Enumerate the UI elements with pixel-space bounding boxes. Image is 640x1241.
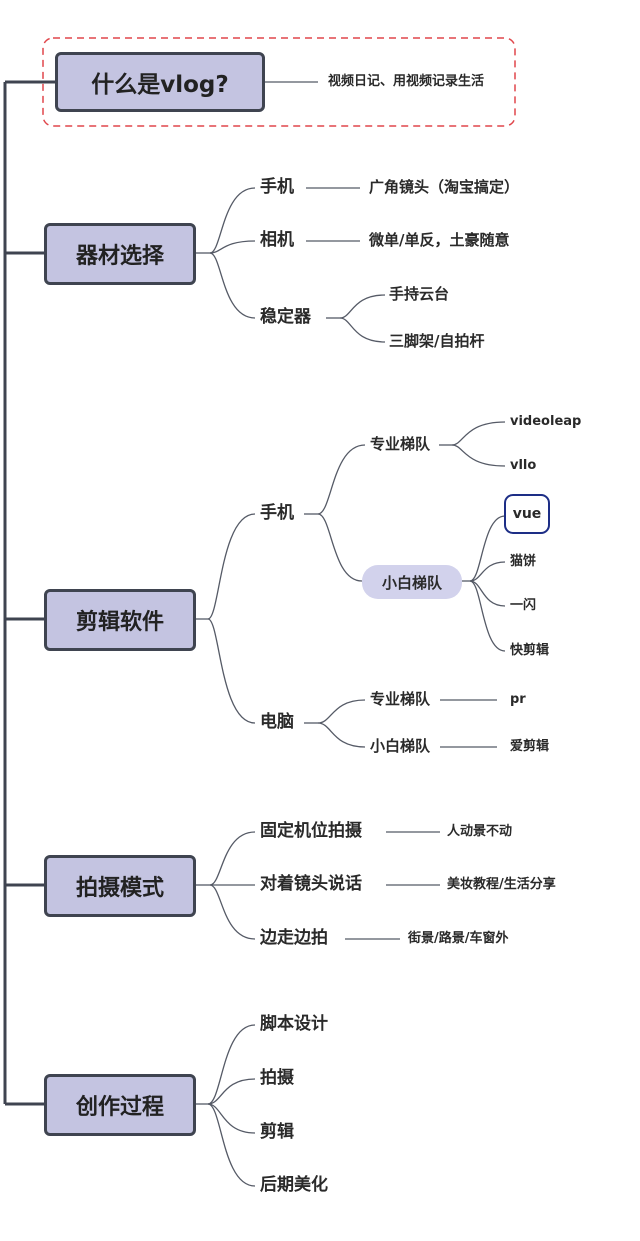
topic-equipment[interactable]: 器材选择 [44, 223, 196, 285]
mode-walk-and-shoot-note: 街景/路景/车窗外 [408, 931, 509, 946]
phone-beginner-team: 小白梯队 [362, 565, 462, 599]
mode-fixed-position-note: 人动景不动 [447, 824, 513, 839]
equipment-stabilizer: 稳定器 [260, 307, 311, 327]
equipment-phone: 手机 [260, 177, 294, 197]
equipment-camera: 相机 [260, 230, 294, 250]
process-script: 脚本设计 [260, 1014, 328, 1034]
vlog-definition: 视频日记、用视频记录生活 [328, 74, 485, 89]
process-edit: 剪辑 [260, 1122, 294, 1142]
pc-pro-app-pr: pr [510, 692, 526, 707]
process-shoot: 拍摄 [260, 1068, 294, 1088]
software-pc: 电脑 [260, 712, 294, 732]
beginner-app-yishan: 一闪 [510, 598, 537, 613]
pc-pro-team: 专业梯队 [370, 690, 431, 708]
beginner-app-vue: vue [504, 494, 550, 534]
equipment-phone-note: 广角镜头（淘宝搞定） [369, 178, 520, 196]
software-phone: 手机 [260, 503, 294, 523]
pc-beginner-team: 小白梯队 [370, 737, 431, 755]
equipment-camera-note: 微单/单反，土豪随意 [369, 231, 510, 249]
phone-pro-team: 专业梯队 [370, 435, 431, 453]
mode-talk-to-camera-note: 美妆教程/生活分享 [447, 877, 556, 892]
mode-talk-to-camera: 对着镜头说话 [260, 874, 362, 894]
beginner-app-kuaijianji: 快剪辑 [510, 643, 550, 658]
process-post: 后期美化 [260, 1175, 328, 1195]
topic-what-is-vlog[interactable]: 什么是vlog? [55, 52, 265, 112]
pro-app-videoleap: videoleap [510, 414, 582, 429]
mode-walk-and-shoot: 边走边拍 [260, 928, 328, 948]
pc-beginner-app: 爱剪辑 [510, 739, 550, 754]
mode-fixed-position: 固定机位拍摄 [260, 821, 362, 841]
topic-shooting-modes[interactable]: 拍摄模式 [44, 855, 196, 917]
stabilizer-gimbal: 手持云台 [389, 285, 450, 303]
beginner-app-maobing: 猫饼 [510, 554, 537, 569]
pro-app-vllo: vllo [510, 458, 537, 473]
topic-creation-process[interactable]: 创作过程 [44, 1074, 196, 1136]
topic-editing-software[interactable]: 剪辑软件 [44, 589, 196, 651]
stabilizer-tripod: 三脚架/自拍杆 [389, 332, 485, 350]
